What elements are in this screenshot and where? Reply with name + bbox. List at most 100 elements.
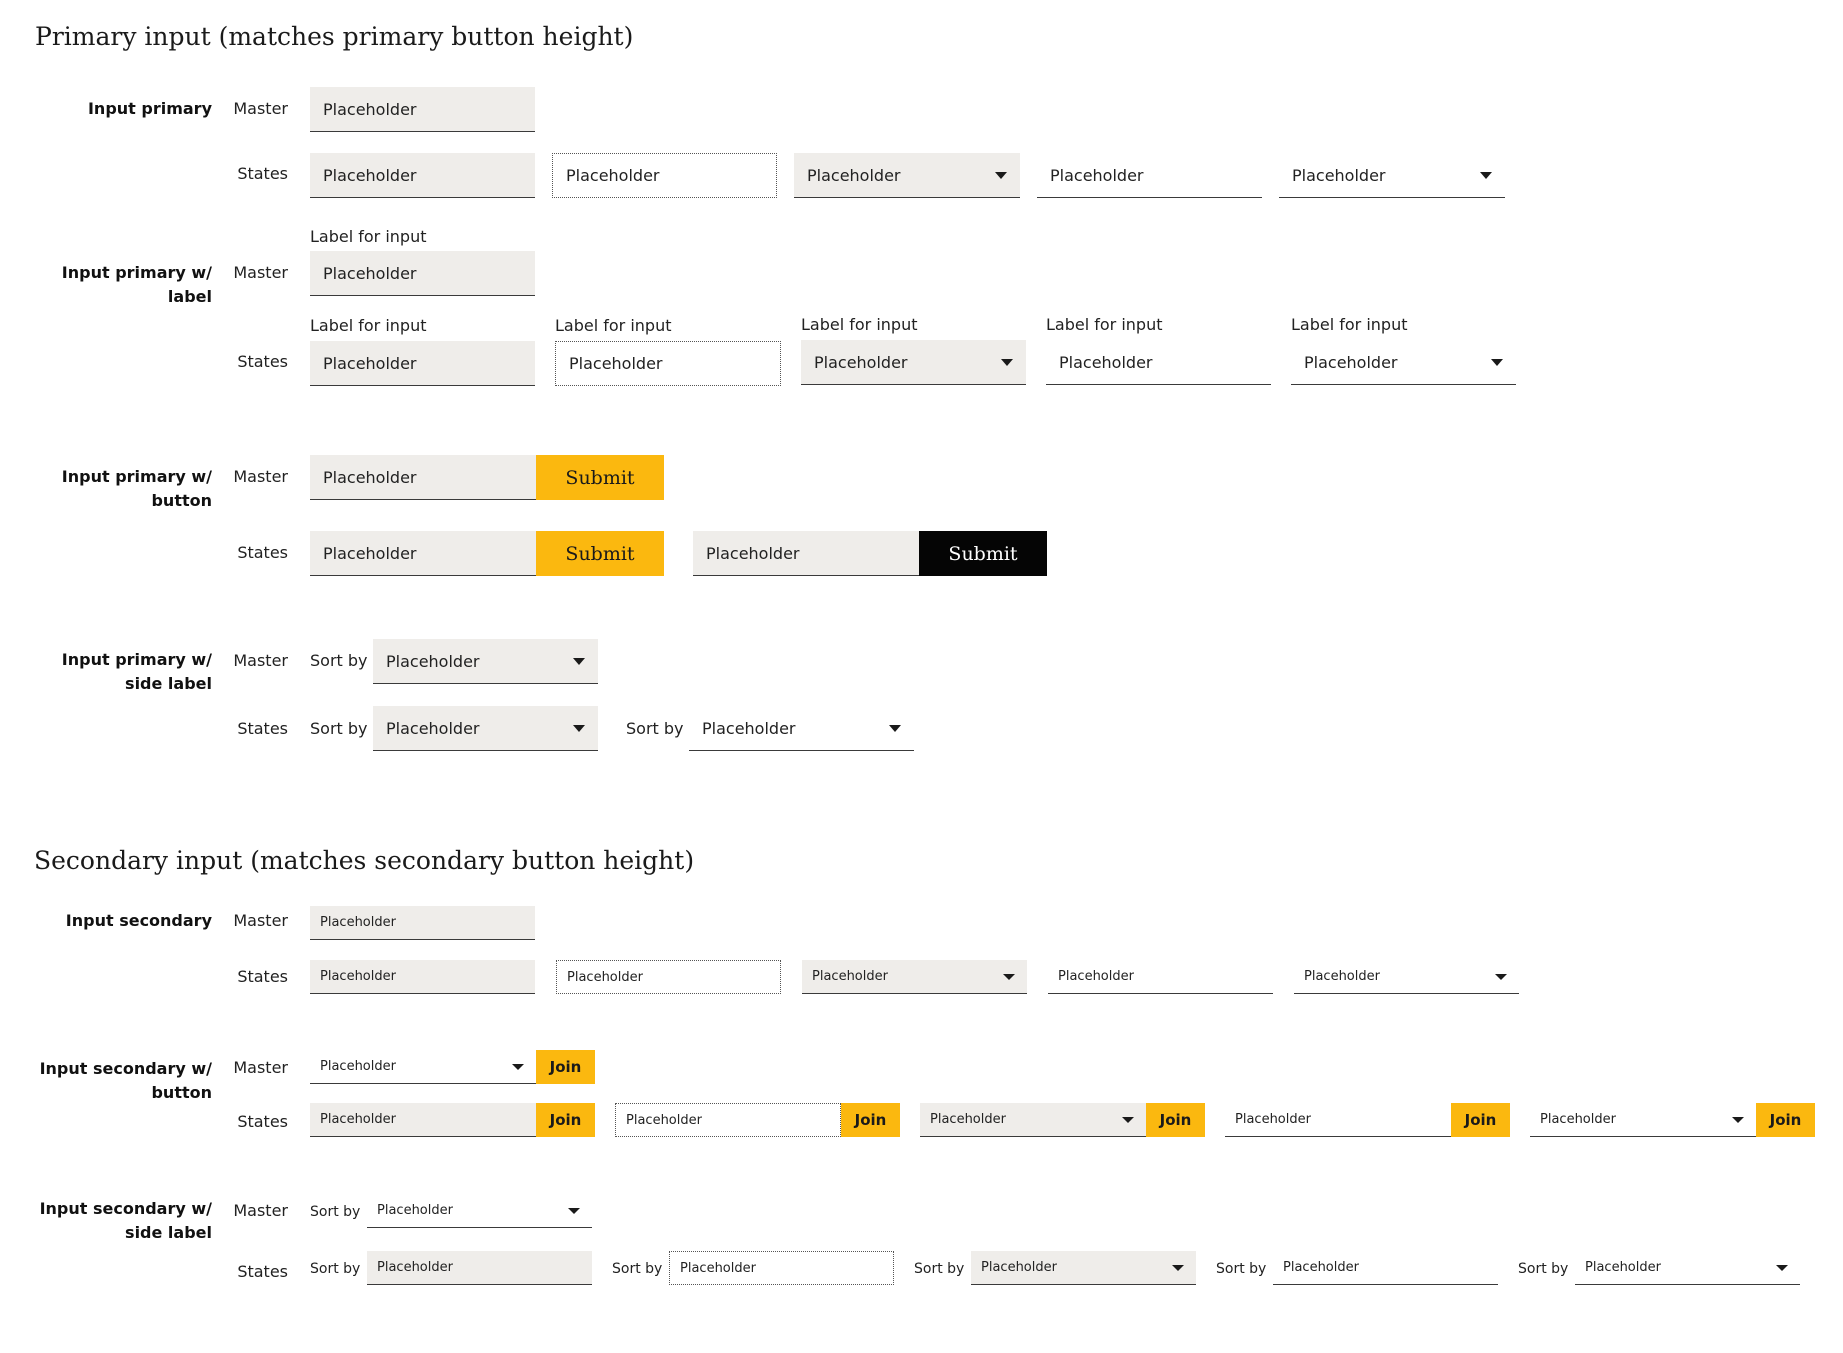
caret-down-icon	[1003, 974, 1015, 980]
sort-by-label: Sort by	[626, 719, 684, 738]
caret-down-icon	[512, 1064, 524, 1070]
primary-select-filled[interactable]: Placeholder	[794, 153, 1020, 198]
row-label-input-primary: Input primary	[87, 99, 212, 118]
secondary-input-plain[interactable]: Placeholder	[1048, 960, 1273, 994]
secondary-button-input-focus[interactable]: Placeholder	[615, 1103, 841, 1137]
placeholder-text: Placeholder	[323, 353, 417, 373]
kind-states: States	[237, 967, 288, 986]
primary-labeled-select-filled[interactable]: Placeholder	[801, 340, 1026, 385]
primary-input-master[interactable]: Placeholder	[310, 87, 535, 132]
placeholder-text: Placeholder	[377, 1260, 453, 1275]
kind-states: States	[237, 1262, 288, 1281]
secondary-side-input-default[interactable]: Placeholder	[367, 1251, 592, 1285]
primary-select-plain[interactable]: Placeholder	[1279, 153, 1505, 198]
secondary-select-plain[interactable]: Placeholder	[1294, 960, 1519, 994]
placeholder-text: Placeholder	[1304, 969, 1380, 984]
placeholder-text: Placeholder	[569, 354, 663, 373]
placeholder-text: Placeholder	[1304, 352, 1398, 372]
caret-down-icon	[1491, 359, 1503, 366]
placeholder-text: Placeholder	[320, 1059, 396, 1074]
caret-down-icon	[1776, 1265, 1788, 1271]
placeholder-text: Placeholder	[567, 969, 643, 985]
placeholder-text: Placeholder	[320, 1112, 396, 1127]
caret-down-icon	[1732, 1117, 1744, 1123]
join-button[interactable]: Join	[1756, 1103, 1815, 1137]
primary-side-select-filled[interactable]: Placeholder	[373, 706, 598, 751]
kind-master: Master	[233, 1058, 288, 1077]
submit-button-active[interactable]: Submit	[919, 531, 1047, 576]
placeholder-text: Placeholder	[323, 165, 417, 185]
secondary-side-select-master[interactable]: Placeholder	[367, 1194, 592, 1228]
caret-down-icon	[1122, 1117, 1134, 1123]
secondary-side-select-filled[interactable]: Placeholder	[971, 1251, 1196, 1285]
placeholder-text: Placeholder	[1059, 352, 1153, 372]
row-label-input-primary-label: Input primary w/ label	[61, 263, 212, 306]
join-button[interactable]: Join	[1146, 1103, 1205, 1137]
placeholder-text: Placeholder	[626, 1112, 702, 1128]
secondary-side-input-focus[interactable]: Placeholder	[669, 1251, 894, 1285]
sort-by-label: Sort by	[310, 1261, 361, 1277]
secondary-button-select-master[interactable]: Placeholder	[310, 1050, 536, 1084]
primary-side-select-master[interactable]: Placeholder	[373, 639, 598, 684]
secondary-side-select-plain[interactable]: Placeholder	[1575, 1251, 1800, 1285]
join-button[interactable]: Join	[841, 1103, 900, 1137]
primary-input-plain[interactable]: Placeholder	[1037, 153, 1262, 198]
row-label-input-primary-side-label: Input primary w/ side label	[61, 650, 212, 693]
secondary-input-master[interactable]: Placeholder	[310, 906, 535, 940]
placeholder-text: Placeholder	[814, 352, 908, 372]
primary-input-focus[interactable]: Placeholder	[552, 153, 777, 198]
input-label: Label for input	[1291, 315, 1408, 334]
placeholder-text: Placeholder	[323, 99, 417, 119]
secondary-button-input-default[interactable]: Placeholder	[310, 1103, 536, 1137]
sort-by-label: Sort by	[1518, 1261, 1569, 1277]
caret-down-icon	[568, 1208, 580, 1214]
placeholder-text: Placeholder	[386, 718, 480, 738]
secondary-side-input-plain[interactable]: Placeholder	[1273, 1251, 1498, 1285]
placeholder-text: Placeholder	[323, 467, 417, 487]
primary-labeled-input-default[interactable]: Placeholder	[310, 341, 535, 386]
placeholder-text: Placeholder	[807, 165, 901, 185]
submit-button[interactable]: Submit	[536, 455, 664, 500]
placeholder-text: Placeholder	[1058, 969, 1134, 984]
sort-by-label: Sort by	[914, 1261, 965, 1277]
secondary-input-focus[interactable]: Placeholder	[556, 960, 781, 994]
placeholder-text: Placeholder	[323, 543, 417, 563]
placeholder-text: Placeholder	[386, 651, 480, 671]
placeholder-text: Placeholder	[320, 915, 396, 930]
join-button[interactable]: Join	[536, 1050, 595, 1084]
sort-by-label: Sort by	[310, 719, 368, 738]
row-label-input-primary-button: Input primary w/ button	[61, 467, 212, 510]
secondary-input-default[interactable]: Placeholder	[310, 960, 535, 994]
primary-button-input-default[interactable]: Placeholder	[310, 531, 536, 576]
placeholder-text: Placeholder	[1292, 165, 1386, 185]
input-label: Label for input	[555, 316, 672, 335]
secondary-select-filled[interactable]: Placeholder	[802, 960, 1027, 994]
placeholder-text: Placeholder	[1050, 165, 1144, 185]
primary-input-default[interactable]: Placeholder	[310, 153, 535, 198]
submit-button[interactable]: Submit	[536, 531, 664, 576]
secondary-button-select-filled[interactable]: Placeholder	[920, 1103, 1146, 1137]
join-button[interactable]: Join	[1451, 1103, 1510, 1137]
primary-side-select-plain[interactable]: Placeholder	[689, 706, 914, 751]
caret-down-icon	[1495, 974, 1507, 980]
secondary-button-select-plain[interactable]: Placeholder	[1530, 1103, 1756, 1137]
sort-by-label: Sort by	[310, 1204, 361, 1220]
placeholder-text: Placeholder	[377, 1203, 453, 1218]
caret-down-icon	[1001, 359, 1013, 366]
input-label: Label for input	[310, 227, 427, 246]
primary-button-input-active[interactable]: Placeholder	[693, 531, 919, 576]
placeholder-text: Placeholder	[706, 543, 800, 563]
secondary-button-input-plain[interactable]: Placeholder	[1225, 1103, 1451, 1137]
primary-labeled-select-plain[interactable]: Placeholder	[1291, 340, 1516, 385]
caret-down-icon	[1480, 172, 1492, 179]
sort-by-label: Sort by	[310, 651, 368, 670]
kind-states: States	[237, 164, 288, 183]
primary-labeled-input-plain[interactable]: Placeholder	[1046, 340, 1271, 385]
placeholder-text: Placeholder	[323, 263, 417, 283]
join-button[interactable]: Join	[536, 1103, 595, 1137]
primary-labeled-input-master[interactable]: Placeholder	[310, 251, 535, 296]
input-label: Label for input	[1046, 315, 1163, 334]
primary-labeled-input-focus[interactable]: Placeholder	[555, 341, 781, 386]
primary-button-input-master[interactable]: Placeholder	[310, 455, 536, 500]
kind-states: States	[237, 1112, 288, 1131]
